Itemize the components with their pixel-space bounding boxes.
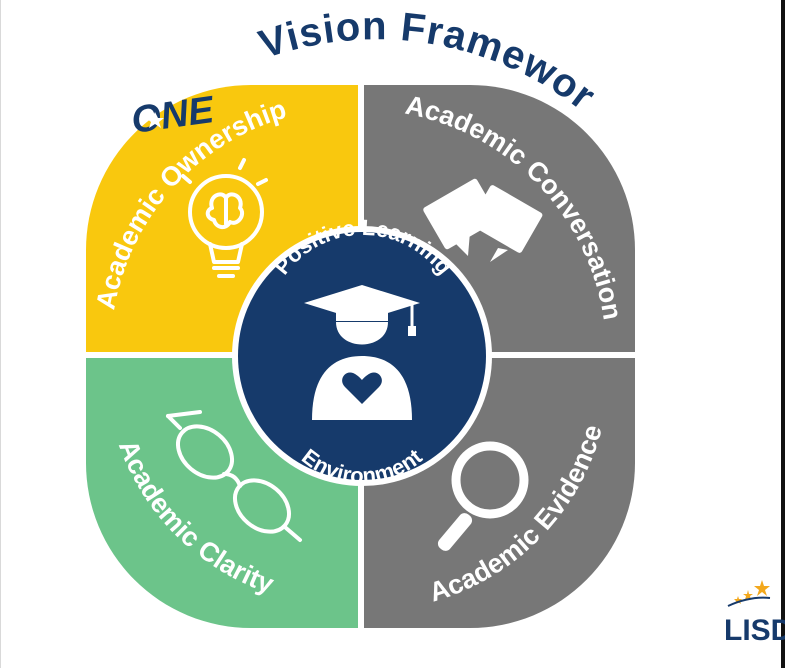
speech-bubbles-icon	[423, 178, 543, 262]
lisd-logo-text: LISD	[724, 614, 785, 647]
eyeglasses-icon	[166, 410, 302, 542]
magnifying-glass-icon	[437, 441, 529, 551]
graduate-heart-icon	[304, 285, 420, 420]
star-icon	[146, 112, 164, 128]
lightbulb-brain-icon	[181, 158, 268, 278]
frame-border-right	[781, 0, 785, 668]
stars-icon	[734, 580, 770, 604]
lisd-logo: LISD	[724, 580, 785, 647]
frame-border-left	[0, 0, 1, 668]
